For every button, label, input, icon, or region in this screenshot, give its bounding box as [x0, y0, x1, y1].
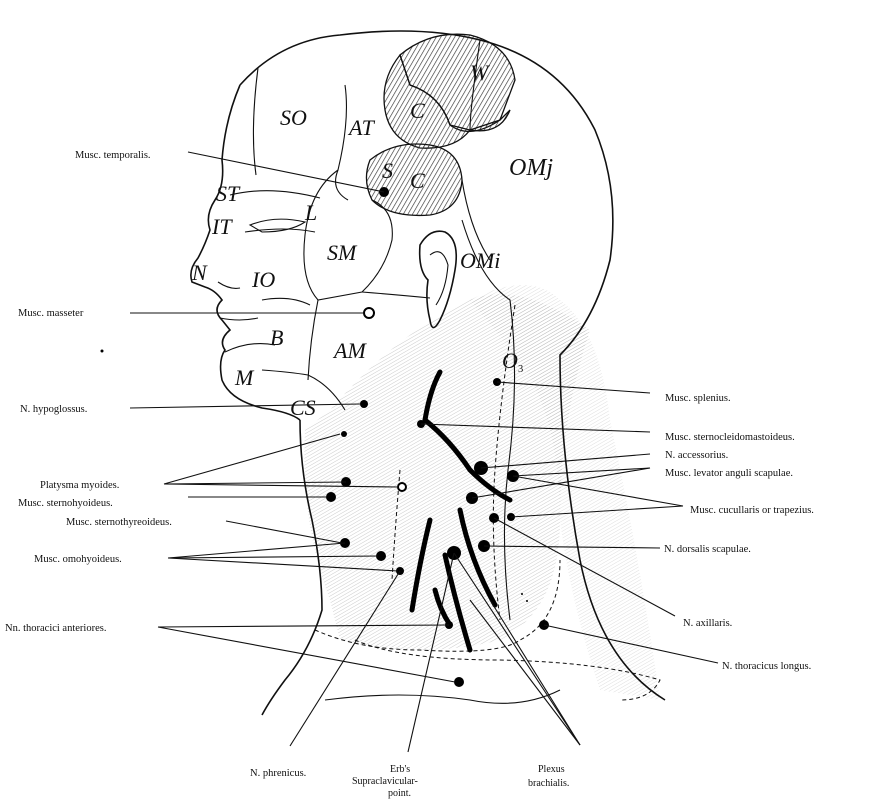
region-c-mid: C: [410, 168, 425, 193]
label-musc-sternohyoideus: Musc. sternohyoideus.: [18, 498, 113, 509]
bottom-labels: N. phrenicus. Erb's Supraclavicular- poi…: [250, 764, 569, 799]
region-s: S: [382, 158, 393, 183]
region-at: AT: [347, 115, 376, 140]
region-w: W: [470, 60, 490, 85]
motor-point-masseter: [364, 308, 374, 318]
eyebrow: [230, 191, 320, 198]
stray-dot-2: [521, 593, 523, 595]
label-musc-splenius: Musc. splenius.: [665, 393, 731, 404]
label-n-thoracicus-longus: N. thoracicus longus.: [722, 661, 811, 672]
label-erbs-point-2: Supraclavicular-: [352, 776, 418, 787]
label-nn-thoracici-anteriores: Nn. thoracici anteriores.: [5, 623, 106, 634]
label-n-phrenicus: N. phrenicus.: [250, 768, 306, 779]
label-musc-temporalis: Musc. temporalis.: [75, 150, 151, 161]
chin-line: [225, 344, 275, 352]
region-am: AM: [332, 338, 367, 363]
label-n-accessorius: N. accessorius.: [665, 450, 728, 461]
region-omj: OMj: [509, 155, 553, 181]
label-n-axillaris: N. axillaris.: [683, 618, 732, 629]
label-musc-masseter: Musc. masseter: [18, 308, 84, 319]
stray-dot-3: [526, 600, 528, 602]
motor-point-platysma-3: [398, 483, 406, 491]
label-n-dorsalis-scapulae: N. dorsalis scapulae.: [664, 544, 751, 555]
label-musc-levator: Musc. levator anguli scapulae.: [665, 468, 793, 479]
label-musc-sternothyreoideus: Musc. sternothyreoideus.: [66, 517, 172, 528]
region-o3-sub: 3: [518, 364, 523, 375]
right-labels: Musc. splenius. Musc. sternocleidomastoi…: [664, 393, 814, 672]
label-musc-sternocleidomastoideus: Musc. sternocleidomastoideus.: [665, 432, 795, 443]
region-o3: O: [502, 348, 518, 373]
region-io: IO: [251, 267, 275, 292]
region-st: ST: [216, 181, 241, 206]
label-musc-cucullaris: Musc. cucullaris or trapezius.: [690, 505, 814, 516]
stray-dot-1: [101, 350, 104, 353]
region-b: B: [270, 325, 283, 350]
mouth: [220, 318, 258, 320]
label-erbs-point-3: point.: [388, 788, 411, 799]
shoulder-line: [325, 690, 560, 703]
motor-point-hypoglossus: [360, 400, 368, 408]
label-n-hypoglossus: N. hypoglossus.: [20, 404, 87, 415]
ear-inner: [430, 252, 448, 305]
left-labels: Musc. temporalis. Musc. masseter N. hypo…: [5, 150, 172, 634]
region-omi: OMi: [460, 248, 500, 273]
region-m: M: [234, 365, 255, 390]
region-sm: SM: [327, 240, 358, 265]
motor-point-sternohyoid: [326, 492, 336, 502]
label-plexus-2: brachialis.: [528, 778, 569, 789]
region-c-top: C: [410, 98, 425, 123]
region-l: L: [304, 200, 317, 225]
label-erbs-point-1: Erb's: [390, 764, 410, 775]
label-platysma-myoides: Platysma myoides.: [40, 480, 119, 491]
nostril: [218, 282, 240, 288]
region-cs: CS: [290, 395, 316, 420]
motor-point-thoracici: [454, 677, 464, 687]
region-n: N: [191, 260, 208, 285]
label-plexus-1: Plexus: [538, 764, 565, 775]
label-musc-omohyoideus: Musc. omohyoideus.: [34, 554, 122, 565]
region-so: SO: [280, 105, 307, 130]
motor-point-platysma: [341, 431, 347, 437]
region-it: IT: [211, 214, 233, 239]
